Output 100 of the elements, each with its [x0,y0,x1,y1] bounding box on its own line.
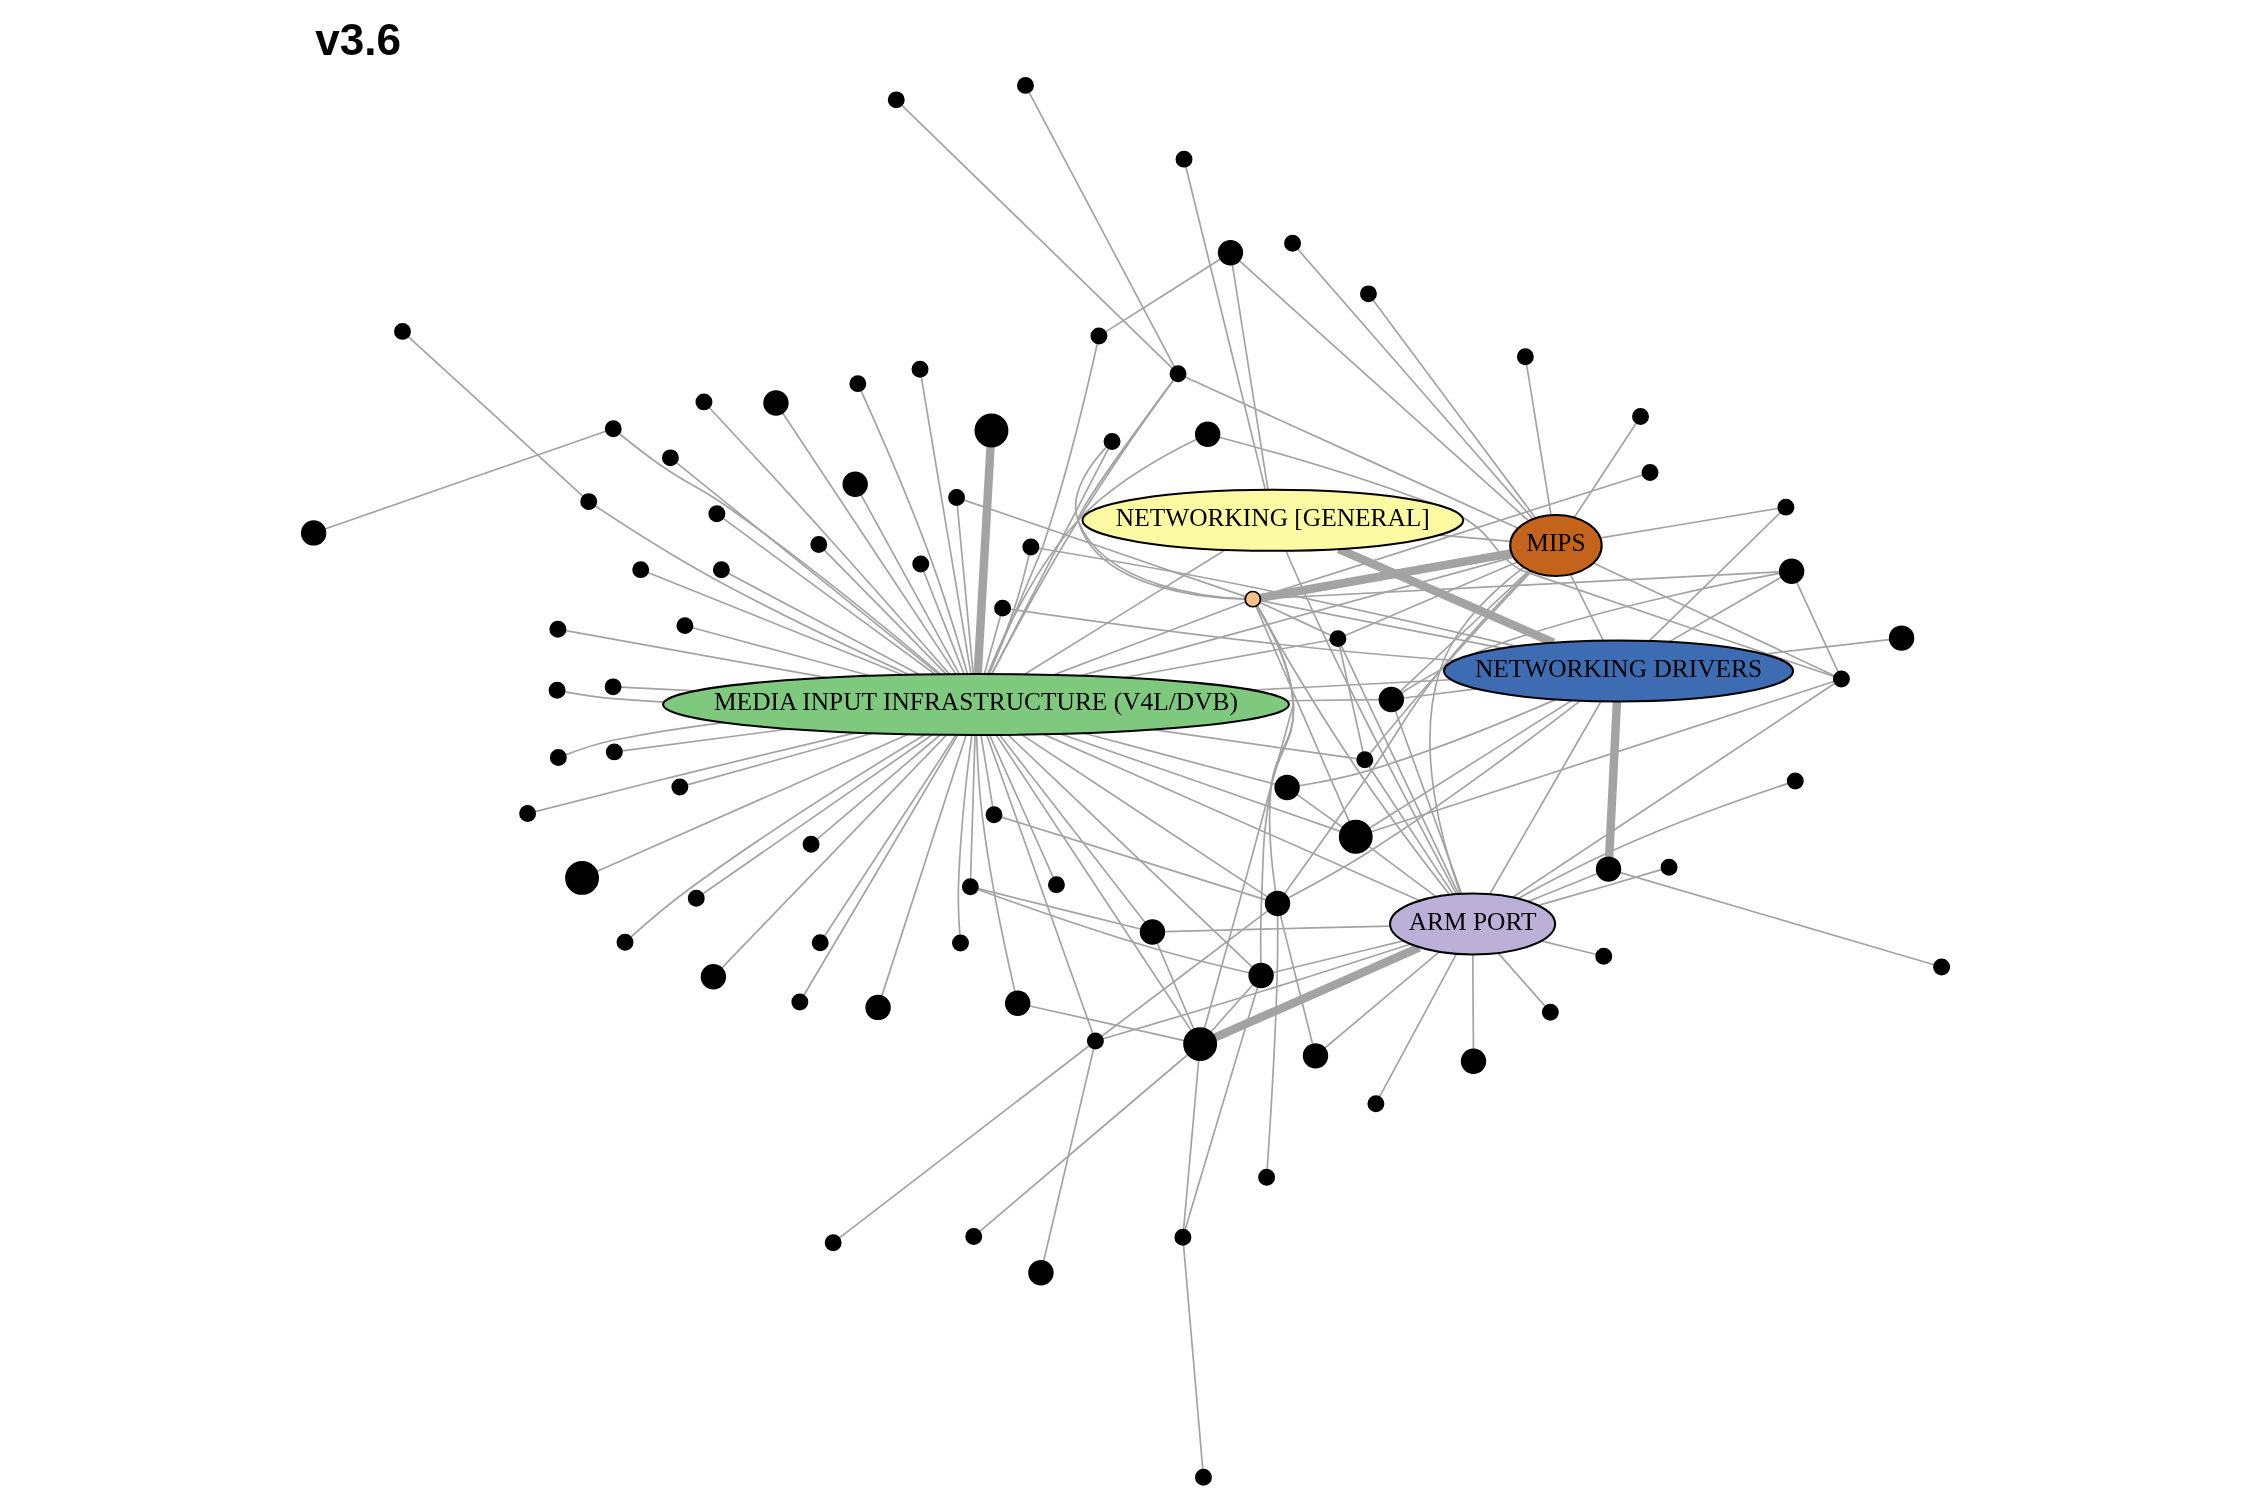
node-circle [605,743,623,761]
connector [1296,248,1533,520]
node-ellipse: MIPS [1508,513,1603,577]
connector [323,430,607,530]
connector [859,390,968,675]
connector [987,343,1098,675]
connector [1368,570,1532,755]
connector [838,1045,1090,1239]
node-circle [1355,751,1373,769]
connector [1254,605,1350,823]
connector [1516,782,1788,900]
connector [978,1054,1188,1232]
connector [1028,1005,1185,1042]
node-circle [1302,1043,1328,1069]
node-circle [604,678,622,696]
connector [1100,910,1269,1037]
connector [994,734,1192,1032]
connector [990,379,1174,675]
connector [1592,562,1835,677]
connector [1007,734,1253,968]
connector [823,734,957,937]
connector [998,734,1146,923]
connector [1255,605,1450,895]
connector [781,412,957,675]
connector [1042,1047,1094,1262]
node-circle [985,806,1002,824]
connector [1795,581,1839,673]
connector [973,446,995,674]
connector [859,493,960,675]
connector [1527,872,1598,903]
node-circle [1541,1003,1559,1021]
node-circle [1047,876,1065,894]
connector [1203,605,1294,1030]
connector [1287,700,1581,899]
connector [1265,914,1279,1171]
node-circle [1103,433,1121,450]
node-circle [1283,234,1301,252]
connector [969,734,976,880]
node-circle [1139,919,1165,945]
node-circle [604,420,622,438]
node-circle [1778,558,1804,584]
node-circle [1776,498,1794,516]
connector [985,734,1093,1035]
connector [1369,680,1835,833]
node-circle [1631,408,1649,426]
connector [802,734,959,997]
node-circle [811,934,829,952]
node-circle [1264,890,1290,917]
node-circle [1173,1228,1191,1246]
node-circle [1328,630,1346,648]
node-circle [790,993,808,1011]
connector [721,517,935,675]
node-circle [1021,538,1039,556]
connector [707,406,950,675]
node-circle [579,493,597,511]
node-circle [631,561,649,579]
node-circle [707,505,725,523]
node-circle [1932,958,1950,976]
connector [1156,942,1195,1030]
node-ellipse: NETWORKING DRIVERS [1442,639,1794,703]
node-circle [911,360,928,378]
connector [990,447,1109,675]
node-circle [675,617,693,635]
node-circle [687,889,705,907]
connector [1259,599,1503,649]
node-circle [1089,327,1107,345]
connector [1573,422,1637,519]
connector [675,462,939,675]
node-ellipse: NETWORKING [GENERAL] [1080,488,1464,552]
node-circle [1786,772,1804,790]
node-circle [1004,990,1030,1016]
connector [1471,954,1474,1050]
node-circle [564,860,599,895]
node-circle [1595,856,1621,882]
connector [1101,943,1411,1040]
connector [1238,260,1529,522]
node-circle [1247,962,1274,989]
node-circle [911,555,929,573]
connector [1368,699,1572,829]
connector [1217,436,1835,678]
connector [1604,701,1621,857]
connector [975,734,1016,993]
node-circle [670,778,688,796]
connector [629,733,926,939]
node-circle [802,835,820,853]
connector [1537,868,1662,907]
node-circle [1888,625,1914,651]
node-circle [1194,1468,1212,1486]
connector [1378,953,1457,1098]
connector [1295,793,1343,829]
connector [976,888,1250,974]
connector [986,438,1197,675]
connector [1525,363,1552,516]
node-circle [700,964,726,990]
connector [406,335,583,497]
node-circle [1086,1032,1104,1050]
connector [956,504,974,675]
node-circle [947,489,965,506]
node-circle [1194,421,1220,447]
node-circle [1378,686,1404,713]
